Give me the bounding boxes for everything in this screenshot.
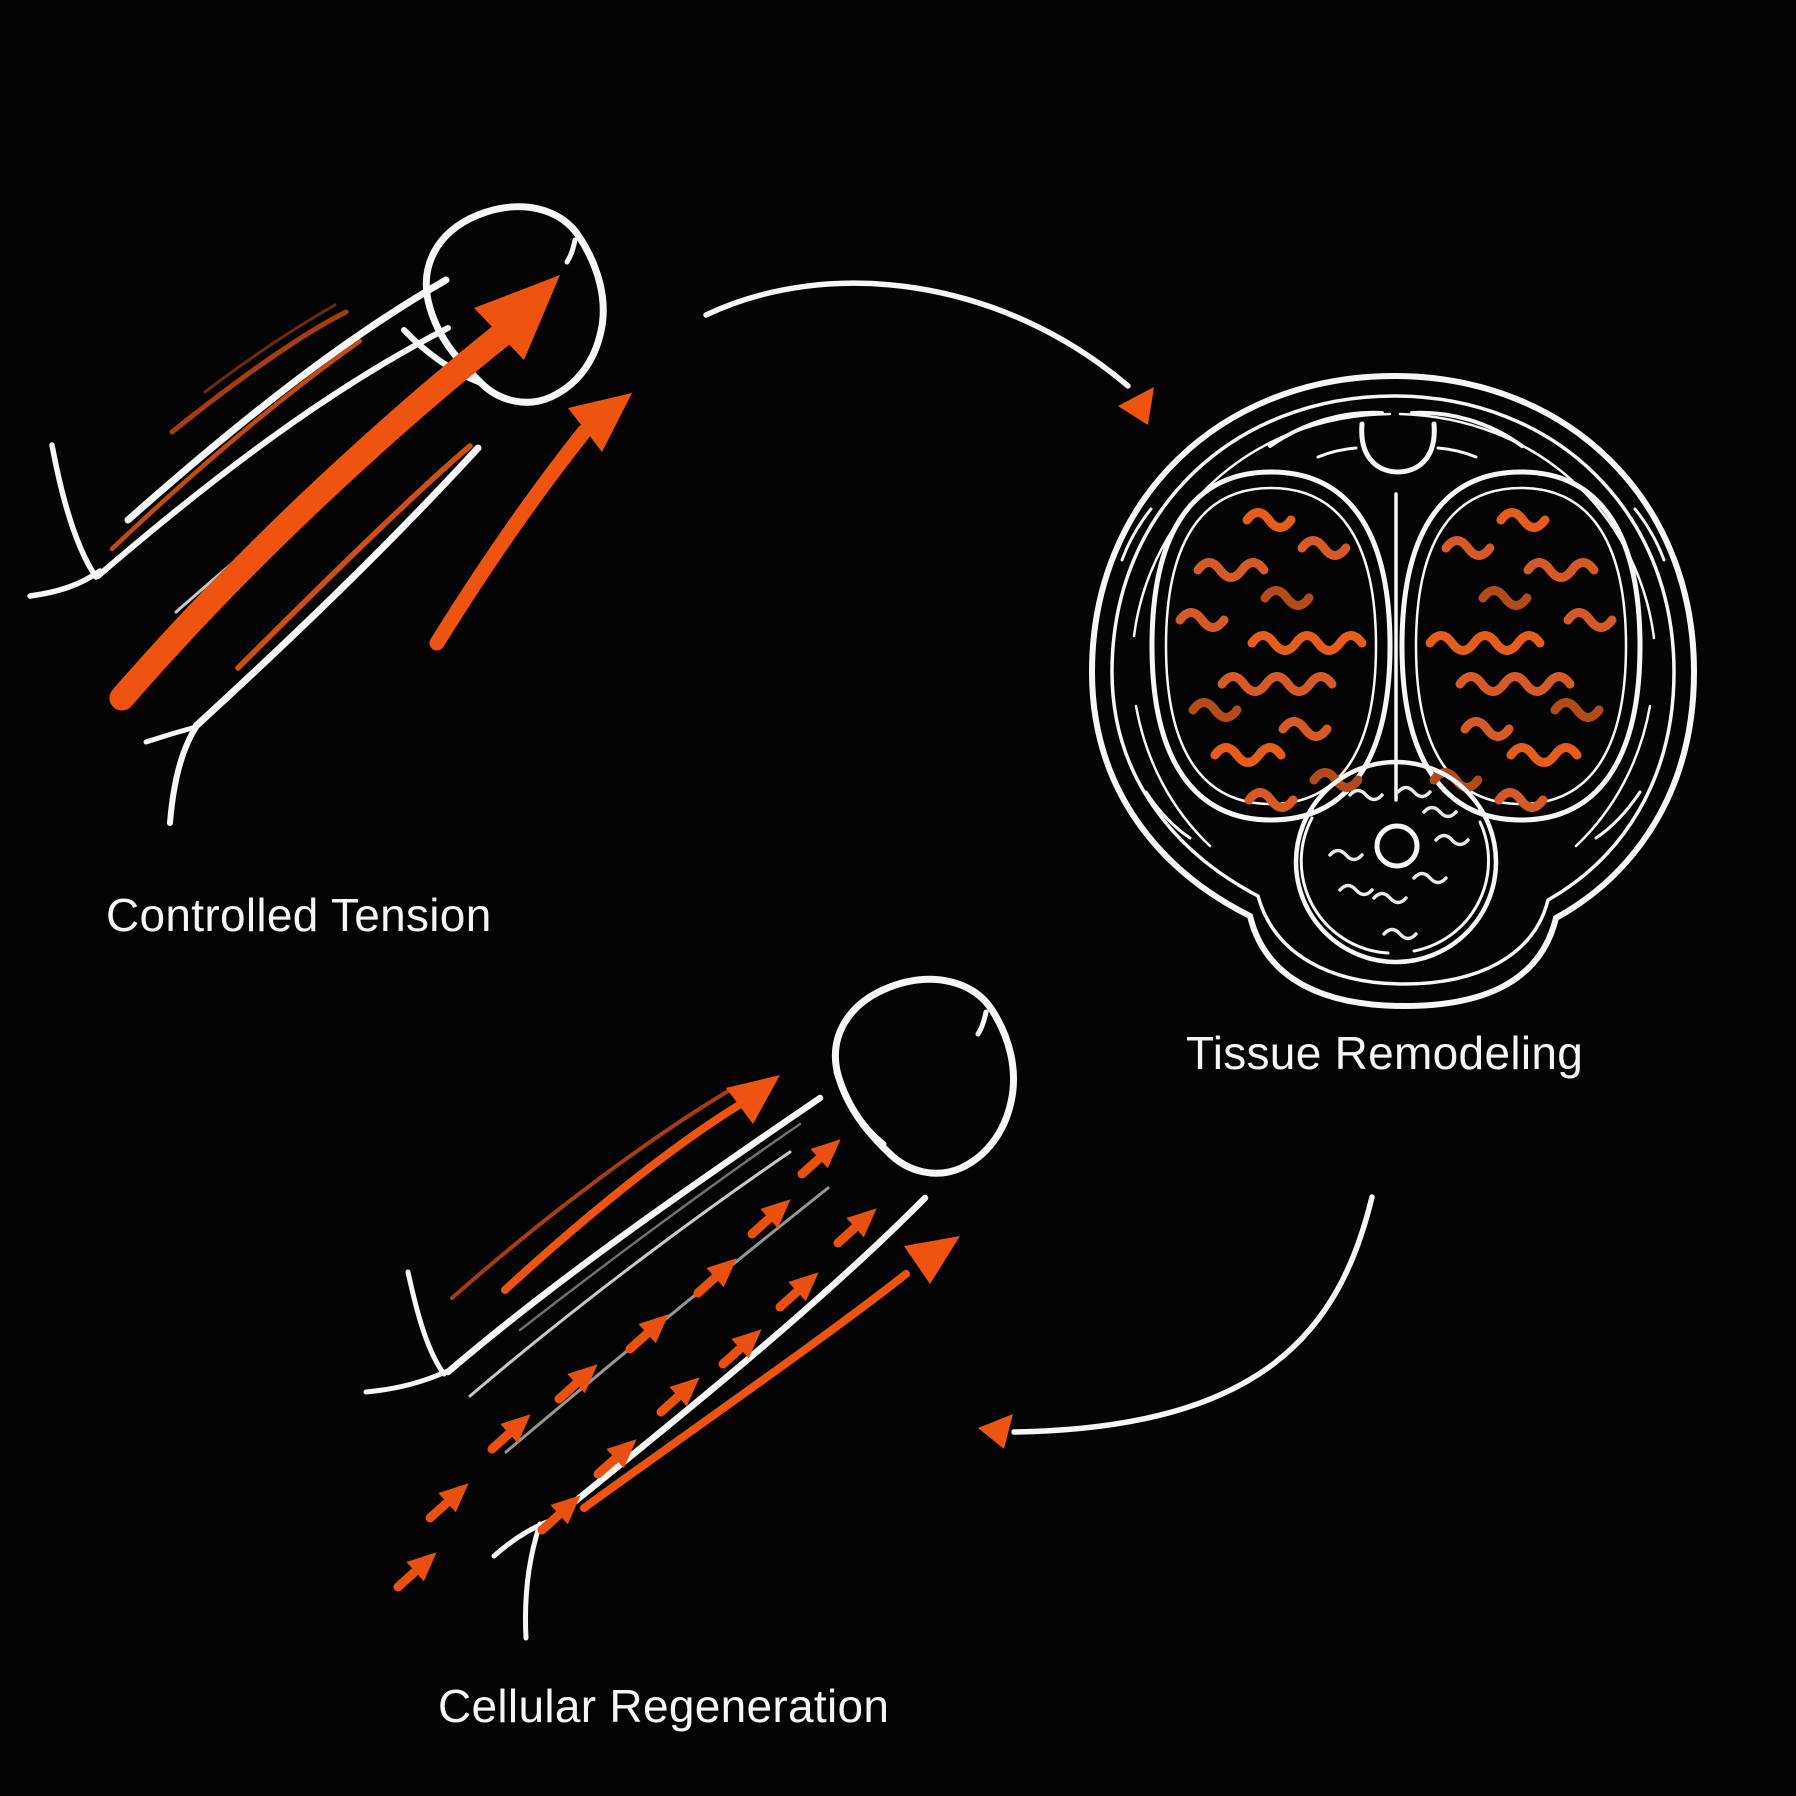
stage-label-tissue-remodeling: Tissue Remodeling: [1186, 1027, 1584, 1079]
corpus-spongiosum-circle: [1293, 759, 1499, 965]
penile-cross-section-illustration: [1088, 372, 1698, 1010]
spongiosum-texture-dashes: [1328, 785, 1470, 941]
stage-label-controlled-tension: Controlled Tension: [106, 889, 492, 941]
connector-curve: [703, 280, 1131, 389]
tension-streak-lines: [109, 303, 473, 671]
urethra-ring: [1374, 823, 1420, 869]
corona-curve: [401, 327, 484, 386]
connector-arrow-stage2-to-stage3: [978, 1194, 1375, 1449]
connector-arrow-stage1-to-stage2: [703, 280, 1154, 425]
corpora-cavernosa-chambers: [1149, 469, 1643, 823]
growth-arrow-bottom: [580, 1236, 960, 1512]
tension-arrow-small: [429, 393, 632, 651]
controlled-tension-illustration: [27, 203, 632, 826]
connector-curve: [1011, 1194, 1375, 1435]
stage-label-cellular-regeneration: Cellular Regeneration: [438, 1680, 890, 1732]
connector-arrowhead-icon: [1118, 387, 1154, 425]
glans-notch: [975, 1009, 989, 1037]
tension-arrow-large: [109, 275, 560, 711]
regeneration-streak-lines: [450, 1088, 732, 1300]
shaft-outline: [444, 1094, 929, 1524]
corona-curve: [833, 1069, 887, 1147]
cellular-regeneration-illustration: [363, 975, 1017, 1641]
collagen-squiggles-right-chamber: [1430, 513, 1612, 808]
growth-arrow-top: [501, 1075, 780, 1294]
glans-notch: [564, 237, 578, 265]
glans-outline: [401, 203, 607, 406]
micro-growth-arrows: [389, 1130, 885, 1597]
fascia-hatch-marks: [1120, 507, 1666, 840]
glans-outline: [831, 975, 1017, 1177]
connector-arrowhead-icon: [978, 1414, 1013, 1449]
base-flourish-sketch: [27, 442, 199, 826]
dorsal-vessel-detail: [1268, 410, 1524, 475]
collagen-squiggles-left-chamber: [1180, 513, 1362, 808]
